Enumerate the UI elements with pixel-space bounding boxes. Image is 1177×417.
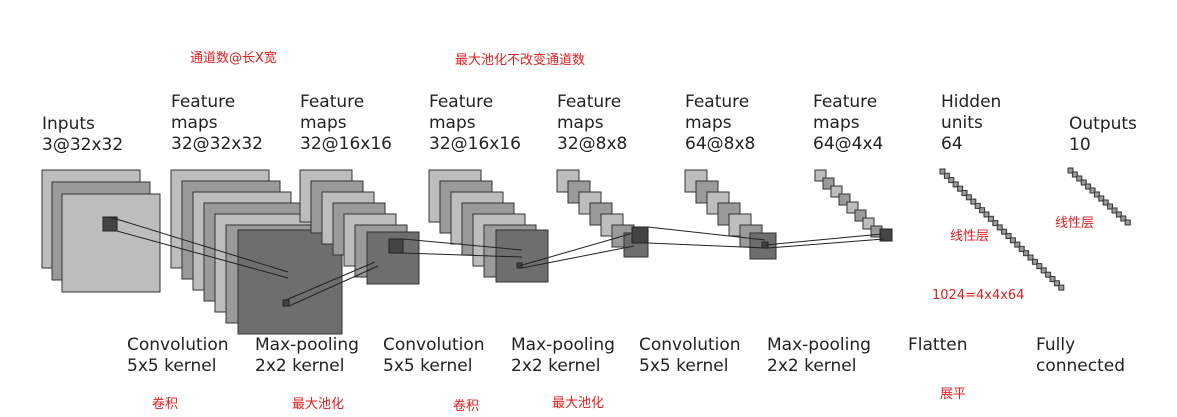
layer-label-inputs: Inputs 3@32x32 <box>42 114 124 155</box>
output-unit <box>1080 179 1087 186</box>
hidden-unit <box>1005 233 1012 239</box>
annotation-linear-layer-2: 线性层 <box>1055 216 1095 231</box>
output-unit <box>1102 199 1109 206</box>
output-unit <box>1107 203 1114 210</box>
output-unit <box>1076 175 1083 182</box>
hidden-unit <box>979 207 986 214</box>
hidden-unit <box>1031 258 1038 265</box>
output-unit <box>1089 187 1096 194</box>
hidden-unit <box>1053 280 1060 287</box>
op-label-fully-connected: Fully connected <box>1036 335 1126 376</box>
conv3-line <box>647 242 766 249</box>
layer-label-feature-maps-2: Feature maps 32@16x16 <box>300 92 392 154</box>
layer-label-hidden-units: Hidden units 64 <box>941 92 1002 154</box>
op-label-flatten: Flatten <box>908 335 968 355</box>
annotation-flatten-size: 1024=4x4x64 <box>932 288 1025 303</box>
hidden-unit <box>996 224 1003 231</box>
output-unit <box>1071 171 1078 178</box>
op-label-max-pooling-1: Max-pooling 2x2 kernel <box>255 335 359 376</box>
hidden-unit <box>952 181 959 188</box>
conv3-line <box>647 226 766 241</box>
hidden-unit <box>974 202 981 209</box>
hidden-unit <box>970 198 977 205</box>
op-label-max-pooling-3: Max-pooling 2x2 kernel <box>767 335 871 376</box>
pool3-line <box>767 238 885 249</box>
input-stack-plane <box>61 193 161 293</box>
fm6-stack-plane <box>854 209 867 222</box>
hidden-unit <box>1027 254 1034 261</box>
output-unit <box>1124 219 1131 226</box>
layer-label-feature-maps-1: Feature maps 32@32x32 <box>171 92 263 154</box>
hidden-unit <box>939 168 946 175</box>
fm6-stack-plane <box>862 217 875 230</box>
hidden-unit <box>992 220 999 227</box>
output-unit <box>1115 211 1122 218</box>
annotation-pool-note: 最大池化不改变通道数 <box>455 53 586 68</box>
output-unit <box>1120 215 1127 222</box>
output-unit <box>1093 191 1100 198</box>
pool1-line <box>288 265 379 307</box>
op-label-convolution-2: Convolution 5x5 kernel <box>383 335 485 376</box>
hidden-unit <box>943 172 950 179</box>
layer-label-feature-maps-5: Feature maps 64@8x8 <box>685 92 756 154</box>
hidden-unit <box>1058 284 1065 291</box>
hidden-unit <box>1001 228 1008 235</box>
layer-label-feature-maps-3: Feature maps 32@16x16 <box>429 92 521 154</box>
op-label-convolution-3: Convolution 5x5 kernel <box>639 335 741 376</box>
hidden-unit <box>965 194 972 201</box>
layer-label-feature-maps-6: Feature maps 64@4x4 <box>813 92 884 154</box>
fm6-stack-plane <box>838 193 851 206</box>
conv1-line <box>109 216 289 273</box>
hidden-unit <box>1009 237 1016 244</box>
fm6-stack-plane <box>846 201 859 214</box>
layer-label-feature-maps-4: Feature maps 32@8x8 <box>557 92 628 154</box>
output-unit <box>1111 207 1118 214</box>
pool2-line <box>518 233 631 267</box>
fm2-front-plane <box>366 231 420 285</box>
hidden-unit <box>948 177 955 184</box>
hidden-unit <box>1014 241 1021 248</box>
annotation-conv2-cn: 卷积 <box>453 399 480 414</box>
annotation-linear-layer-1: 线性层 <box>950 229 990 244</box>
fm6-stack-plane <box>814 169 827 182</box>
fm6-stack-plane <box>830 185 843 198</box>
hidden-unit <box>1049 276 1056 282</box>
input-kernel <box>102 216 118 232</box>
annotation-pool2-cn: 最大池化 <box>552 396 605 411</box>
hidden-unit <box>1018 245 1025 252</box>
layer-label-outputs: Outputs 10 <box>1069 114 1137 155</box>
pool1-line <box>285 261 376 301</box>
hidden-unit <box>961 190 968 196</box>
output-unit <box>1085 183 1092 190</box>
output-unit <box>1067 167 1074 174</box>
fm1-front-plane <box>237 229 343 335</box>
op-label-convolution-1: Convolution 5x5 kernel <box>127 335 229 376</box>
hidden-unit <box>1040 267 1047 274</box>
output-unit <box>1098 195 1105 202</box>
hidden-unit <box>1023 250 1030 257</box>
annotation-pool1-cn: 最大池化 <box>292 397 345 412</box>
conv1-line <box>116 230 289 279</box>
annotation-channels-note: 通道数@长X宽 <box>190 51 277 66</box>
conv2-line <box>402 252 523 258</box>
fm6-stack-plane <box>822 177 835 190</box>
fm1-kernel <box>282 299 290 307</box>
fm2-kernel <box>388 238 404 254</box>
hidden-unit <box>1045 271 1052 278</box>
annotation-flatten-cn: 展平 <box>940 387 967 402</box>
hidden-unit <box>1036 263 1043 270</box>
hidden-unit <box>987 215 994 222</box>
fm4-kernel <box>631 226 649 244</box>
pool2-line <box>521 245 635 269</box>
op-label-max-pooling-2: Max-pooling 2x2 kernel <box>511 335 615 376</box>
conv2-line <box>402 238 523 251</box>
fm6-front-plane <box>879 228 893 242</box>
hidden-unit <box>983 211 990 218</box>
pool3-line <box>764 233 883 246</box>
hidden-unit <box>957 185 964 192</box>
annotation-conv1-cn: 卷积 <box>152 397 179 412</box>
